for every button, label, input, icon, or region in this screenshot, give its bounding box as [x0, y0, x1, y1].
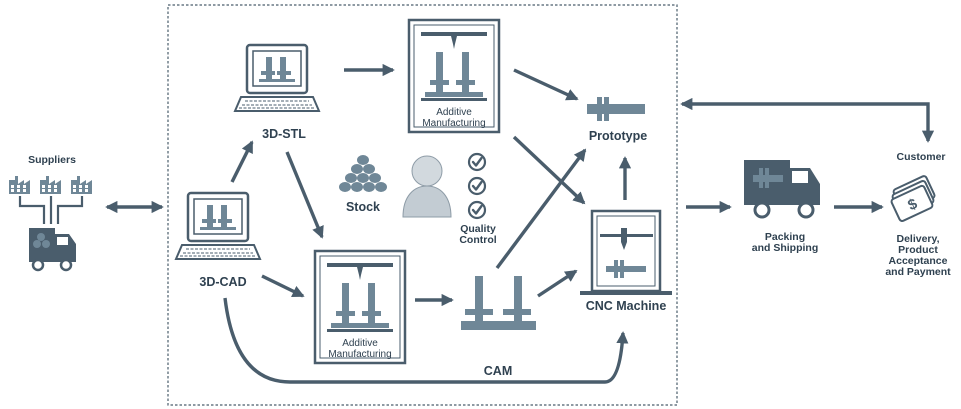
money-icon: $: [890, 175, 936, 222]
part-icon: [587, 97, 645, 121]
person-icon: [402, 155, 452, 218]
additive-manufacturing-bottom-label: Additive Manufacturing: [320, 338, 400, 360]
stl-label: 3D-STL: [262, 127, 306, 141]
arrow-customer-prototype: [680, 97, 935, 143]
cad-label: 3D-CAD: [199, 275, 247, 289]
delivery-line-3: Acceptance: [888, 255, 948, 267]
additive-manufacturing-top-label: Additive Manufacturing: [414, 107, 494, 129]
customer-label: Customer: [896, 151, 946, 163]
cnc-machine-label: CNC Machine: [585, 299, 667, 313]
factory-icon: [9, 176, 92, 194]
am-bottom-line-2: Manufacturing: [328, 349, 392, 360]
delivery-line-1: Delivery,: [896, 233, 940, 245]
delivery-truck-icon: [744, 160, 820, 219]
arrow-cad-am-bottom: [261, 274, 305, 298]
suppliers-label: Suppliers: [28, 154, 76, 166]
delivery-line-4: and Payment: [885, 266, 951, 278]
cnc-machine-icon: [580, 209, 672, 295]
am-top-line-1: Additive: [436, 107, 472, 118]
stock-pile-icon: [339, 155, 387, 192]
cam-label: CAM: [483, 364, 513, 378]
stock-label: Stock: [345, 200, 381, 214]
packing-line-2: and Shipping: [751, 242, 819, 254]
prototype-label: Prototype: [588, 129, 648, 143]
computer-icon: [233, 43, 321, 113]
arrow-part-prototype: [495, 148, 587, 270]
process-boundary: [167, 4, 678, 406]
arrow-cam: [223, 297, 629, 384]
arrow-part-cnc: [537, 269, 578, 298]
packing-line-1: Packing: [764, 231, 806, 243]
quality-control-label: Quality Control: [453, 224, 503, 246]
delivery-label: Delivery, Product Acceptance and Payment: [879, 234, 957, 278]
arrow-am-prototype: [513, 68, 579, 101]
arrow-am-cnc: [512, 135, 586, 205]
check-circle-icon: [467, 152, 487, 220]
computer-icon: [174, 191, 262, 261]
am-bottom-line-1: Additive: [342, 338, 378, 349]
arrow-cad-stl: [230, 140, 254, 183]
packing-shipping-label: Packing and Shipping: [745, 232, 825, 254]
quality-control-line-2: Control: [459, 234, 497, 246]
quality-control-line-1: Quality: [460, 223, 496, 235]
part-icon: [461, 276, 536, 330]
arrow-stl-am-bottom: [285, 151, 324, 239]
delivery-truck-icon: [29, 228, 76, 272]
delivery-line-2: Product: [898, 244, 938, 256]
am-top-line-2: Manufacturing: [422, 118, 486, 129]
